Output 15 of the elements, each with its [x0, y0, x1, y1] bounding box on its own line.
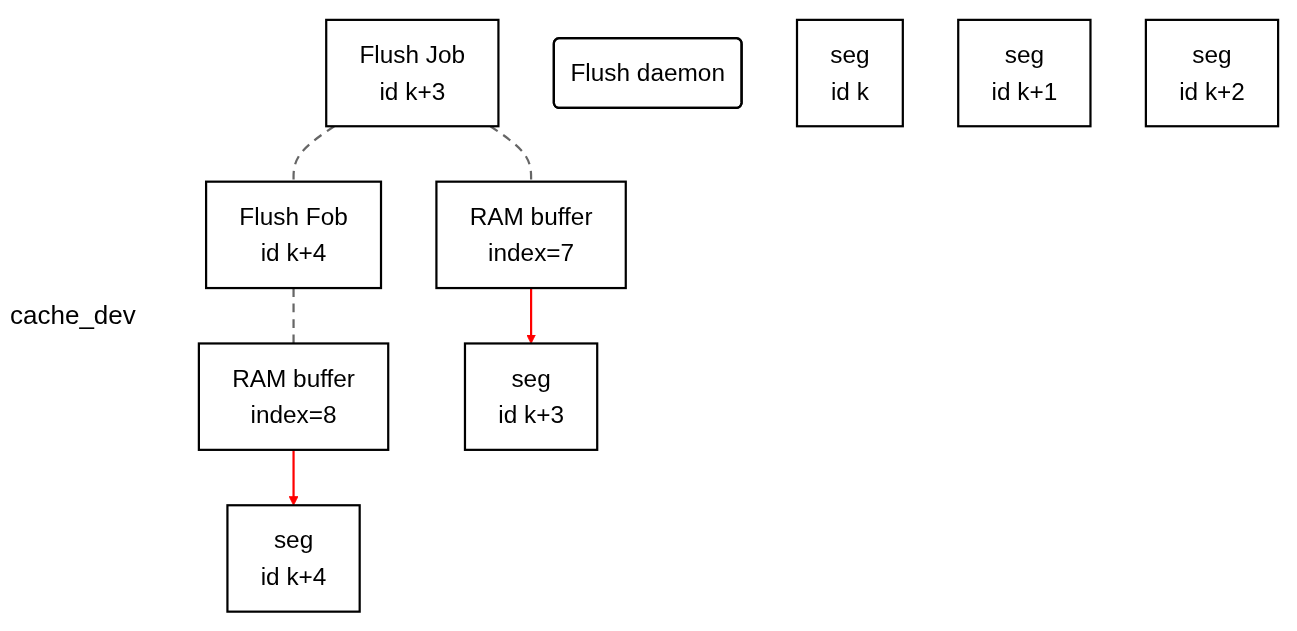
device-label: cache_dev — [10, 300, 137, 331]
node-box: seg id k — [795, 18, 904, 128]
node-box: Flush Fob id k+4 — [205, 180, 383, 289]
node-box: seg id k+3 — [463, 342, 599, 451]
node-box: seg id k+2 — [1144, 18, 1280, 128]
node-box: Flush Job id k+3 — [325, 18, 500, 128]
connector — [292, 125, 335, 182]
arrow — [526, 287, 536, 344]
node-box: seg id k+4 — [226, 503, 361, 613]
node-box: RAM buffer index=8 — [197, 342, 390, 451]
node-box: seg id k+1 — [957, 18, 1092, 128]
node-box: RAM buffer index=7 — [435, 180, 627, 289]
connector — [292, 287, 295, 344]
connector — [489, 125, 533, 182]
arrow — [288, 449, 299, 506]
